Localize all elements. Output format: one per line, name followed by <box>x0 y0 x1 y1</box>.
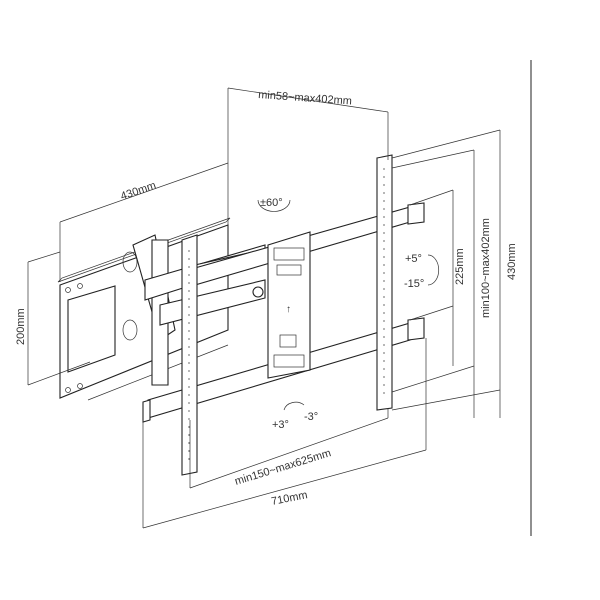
bracket-height-label: 430mm <box>506 243 518 280</box>
vesa-vertical-label: 225mm <box>454 248 466 285</box>
tilt-arrow-icon <box>427 254 440 286</box>
level-plus-label: +3° <box>272 419 289 431</box>
swivel-label: ±60° <box>260 197 283 209</box>
bracket-width-label: 710mm <box>270 489 308 508</box>
vesa-vertical-range-label: min100~max402mm <box>480 218 492 318</box>
dimension-lines <box>27 87 501 529</box>
wall-plate-width-label: 430mm <box>119 180 158 203</box>
up-arrow-icon: ↑ <box>286 304 291 315</box>
swivel-arrow-icon <box>257 199 291 212</box>
tilt-down-label: -15° <box>404 278 424 290</box>
center-plate: ↑ <box>267 231 311 379</box>
level-minus-label: -3° <box>304 411 318 423</box>
level-arrow-icon <box>283 401 305 411</box>
vertical-rail-left <box>181 234 198 476</box>
wall-plate-height-label: 200mm <box>15 308 27 345</box>
vertical-rail-right <box>376 154 393 411</box>
extension-depth-label: min58~max402mm <box>258 89 352 108</box>
tilt-up-label: +5° <box>405 253 422 265</box>
